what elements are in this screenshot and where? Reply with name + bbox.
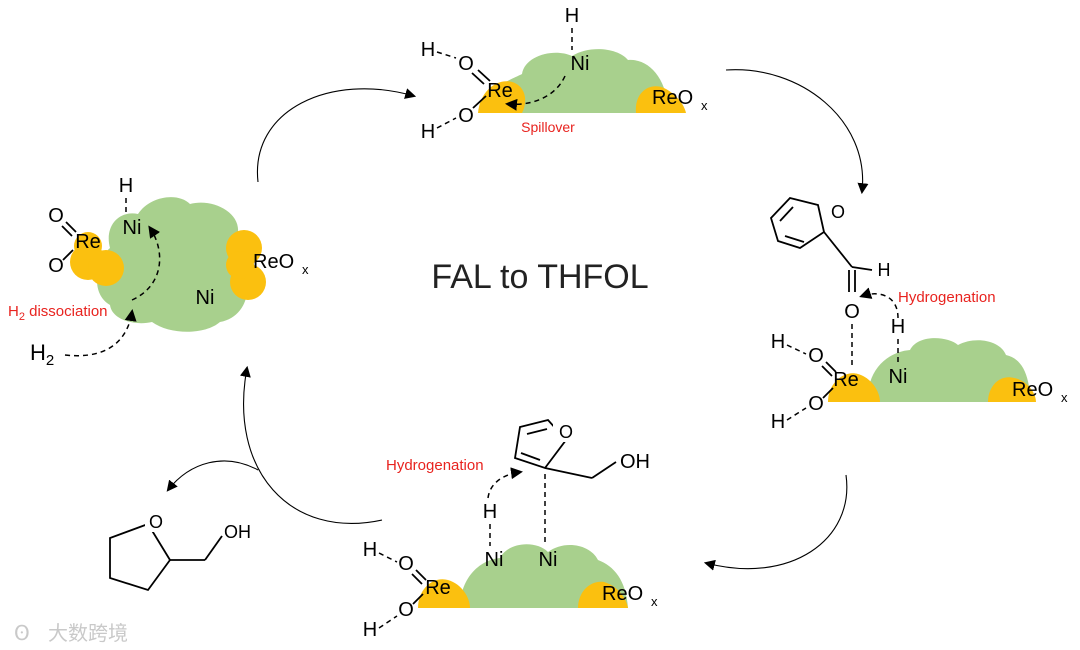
svg-text:Re: Re bbox=[75, 231, 101, 253]
catalyst-top: H Ni Re O O H H ReO x Spillover bbox=[421, 5, 708, 143]
svg-text:O: O bbox=[398, 599, 414, 621]
svg-text:H: H bbox=[771, 331, 785, 353]
catalyst-bottom: O OH H Ni Ni Re O O H H ReO x Hydrogenat… bbox=[363, 418, 658, 641]
diagram-title: FAL to THFOL bbox=[431, 258, 648, 296]
svg-text:H: H bbox=[891, 316, 905, 338]
svg-text:x: x bbox=[302, 262, 309, 277]
svg-text:Ni: Ni bbox=[571, 53, 590, 75]
svg-text:Re: Re bbox=[487, 80, 513, 102]
cycle-arrow-top-right bbox=[725, 69, 869, 195]
svg-text:H: H bbox=[363, 539, 377, 561]
svg-text:Ni: Ni bbox=[539, 549, 558, 571]
svg-text:O: O bbox=[808, 345, 824, 367]
svg-text:O: O bbox=[398, 553, 414, 575]
svg-text:ʘ: ʘ bbox=[14, 621, 30, 645]
svg-text:O: O bbox=[808, 393, 824, 415]
svg-text:O: O bbox=[458, 53, 474, 75]
svg-text:大数跨境: 大数跨境 bbox=[48, 621, 128, 645]
svg-text:H: H bbox=[483, 501, 497, 523]
svg-text:ReO: ReO bbox=[652, 87, 693, 109]
cycle-arrow-bottom-left bbox=[239, 365, 383, 524]
svg-text:x: x bbox=[651, 594, 658, 609]
svg-text:x: x bbox=[1061, 390, 1068, 405]
svg-text:O: O bbox=[149, 512, 163, 532]
svg-text:Re: Re bbox=[833, 369, 859, 391]
svg-text:ReO: ReO bbox=[1012, 379, 1053, 401]
product-release-arrow bbox=[166, 460, 259, 492]
svg-text:O: O bbox=[48, 205, 64, 227]
svg-text:H: H bbox=[421, 121, 435, 143]
svg-text:H: H bbox=[421, 39, 435, 61]
catalyst-right: O H O H Ni Re O O H H ReO x Hydrogenatio… bbox=[769, 196, 1068, 433]
svg-text:O: O bbox=[831, 202, 845, 222]
h2-molecule: H2 bbox=[30, 340, 54, 369]
svg-text:O: O bbox=[48, 255, 64, 277]
svg-text:H: H bbox=[565, 5, 579, 27]
spillover-label: Spillover bbox=[521, 119, 575, 135]
svg-text:Ni: Ni bbox=[889, 366, 908, 388]
svg-text:ReO: ReO bbox=[602, 583, 643, 605]
svg-text:OH: OH bbox=[620, 451, 650, 473]
cycle-arrow-top-left bbox=[256, 88, 417, 183]
furfural-molecule: O H O bbox=[769, 196, 891, 323]
svg-text:OH: OH bbox=[224, 522, 251, 542]
svg-text:H: H bbox=[119, 175, 133, 197]
svg-text:Re: Re bbox=[425, 577, 451, 599]
svg-text:H: H bbox=[771, 411, 785, 433]
watermark: ʘ 大数跨境 bbox=[14, 621, 128, 645]
svg-text:H: H bbox=[878, 260, 891, 280]
svg-text:Ni: Ni bbox=[123, 217, 142, 239]
hydrogenation-label-bottom: Hydrogenation bbox=[386, 457, 484, 474]
thfol-product-molecule: O OH bbox=[109, 510, 251, 592]
h2-dissociation-label: H2 dissociation bbox=[8, 303, 108, 323]
furfuryl-alcohol-molecule: O OH bbox=[513, 418, 650, 479]
hydrogenation-label-right: Hydrogenation bbox=[898, 289, 996, 306]
svg-text:x: x bbox=[701, 98, 708, 113]
svg-text:O: O bbox=[559, 422, 573, 442]
svg-text:Ni: Ni bbox=[196, 287, 215, 309]
svg-text:H: H bbox=[363, 619, 377, 641]
cycle-arrow-bottom-right bbox=[703, 474, 848, 571]
svg-text:Ni: Ni bbox=[485, 549, 504, 571]
svg-text:ReO: ReO bbox=[253, 251, 294, 273]
svg-text:O: O bbox=[458, 105, 474, 127]
svg-text:O: O bbox=[844, 301, 860, 323]
catalyst-left: H Ni Re O O Ni ReO x H2 dissociation H2 bbox=[8, 175, 309, 369]
